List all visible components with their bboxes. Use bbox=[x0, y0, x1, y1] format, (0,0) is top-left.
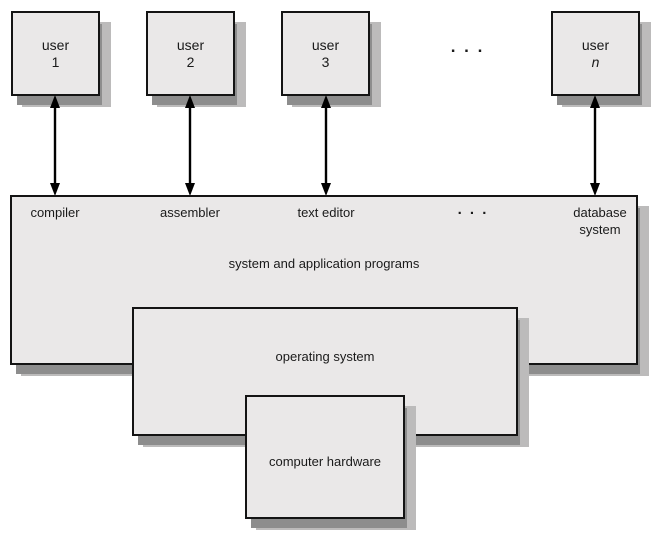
user-1-label-line2: 1 bbox=[51, 53, 60, 70]
arrowhead-up-icon bbox=[590, 95, 600, 108]
database-system-label: database system bbox=[545, 204, 655, 238]
text-editor-label: text editor bbox=[297, 205, 355, 220]
operating-system-label: operating system bbox=[275, 349, 375, 364]
user-2-label-line1: user bbox=[176, 36, 205, 53]
computer-hardware-box bbox=[245, 395, 405, 519]
assembler-label: assembler bbox=[160, 205, 220, 220]
user-n-label-line1: user bbox=[581, 36, 610, 53]
user-3-box: user 3 bbox=[281, 11, 370, 96]
user-n-label-line2: n bbox=[591, 53, 600, 70]
user-n-box: user n bbox=[551, 11, 640, 96]
user-1-arrow bbox=[50, 95, 60, 196]
user-2-box: user 2 bbox=[146, 11, 235, 96]
arrowhead-down-icon bbox=[185, 183, 195, 196]
system-programs-label: system and application programs bbox=[228, 256, 420, 271]
arrowhead-up-icon bbox=[50, 95, 60, 108]
user-3-label-line2: 3 bbox=[321, 53, 330, 70]
user-3-arrow bbox=[321, 95, 331, 196]
user-1-label-line1: user bbox=[41, 36, 70, 53]
arrowhead-up-icon bbox=[185, 95, 195, 108]
arrowhead-down-icon bbox=[590, 183, 600, 196]
user-1-box: user 1 bbox=[11, 11, 100, 96]
arrowhead-down-icon bbox=[321, 183, 331, 196]
user-n-arrow bbox=[590, 95, 600, 196]
arrowhead-up-icon bbox=[321, 95, 331, 108]
database-label-line2: system bbox=[579, 222, 621, 237]
user-2-label-line2: 2 bbox=[186, 53, 195, 70]
users-ellipsis: . . . bbox=[450, 37, 485, 56]
programs-ellipsis: . . . bbox=[457, 201, 489, 218]
user-2-arrow bbox=[185, 95, 195, 196]
database-label-line1: database bbox=[573, 205, 627, 220]
user-3-label-line1: user bbox=[311, 36, 340, 53]
arrowhead-down-icon bbox=[50, 183, 60, 196]
computer-hardware-label: computer hardware bbox=[269, 454, 381, 469]
compiler-label: compiler bbox=[30, 205, 80, 220]
